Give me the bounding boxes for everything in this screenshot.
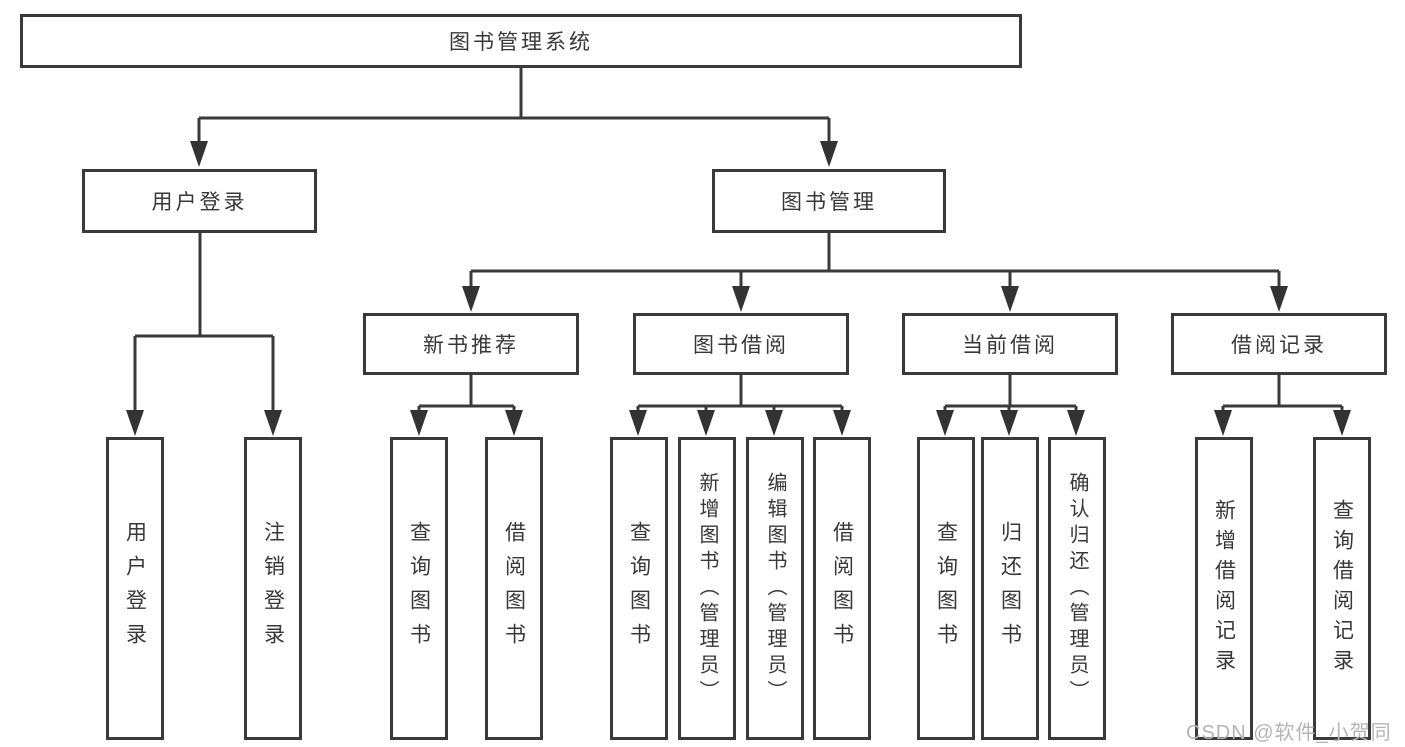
node-label: 图书借阅 [693, 334, 789, 357]
leaf-label: 注销登录 [261, 520, 285, 657]
leaf-edit-books-admin: 编辑图书（管理员） [746, 437, 804, 740]
leaf-label: 新增图书（管理员） [696, 471, 718, 706]
leaf-query-books-borrow: 查询图书 [610, 437, 668, 740]
leaf-label: 查询图书 [934, 520, 958, 657]
node-label: 用户登录 [151, 191, 248, 214]
node-book-borrow: 图书借阅 [633, 313, 849, 375]
connector-borrow-records-children [1214, 375, 1351, 436]
connector-current-borrow-children [936, 375, 1085, 436]
leaf-label: 用户登录 [123, 520, 147, 657]
leaf-add-books-admin: 新增图书（管理员） [678, 437, 736, 740]
connector-root-to-level2 [190, 68, 838, 167]
csdn-watermark: CSDN @软件_小贺同学 [1186, 722, 1392, 744]
leaf-logout: 注销登录 [244, 437, 302, 740]
leaf-query-borrow-record: 查询借阅记录 [1313, 437, 1371, 740]
leaf-borrow-books: 借阅图书 [813, 437, 871, 740]
leaf-user-login: 用户登录 [106, 437, 164, 740]
leaf-return-books: 归还图书 [981, 437, 1039, 740]
leaf-confirm-return-admin: 确认归还（管理员） [1048, 437, 1106, 740]
node-label: 当前借阅 [962, 334, 1058, 357]
connector-new-book-children [410, 375, 523, 436]
leaf-label: 新增借阅记录 [1212, 498, 1236, 679]
leaf-query-books-recommend: 查询图书 [390, 437, 448, 740]
leaf-label: 借阅图书 [830, 520, 854, 657]
node-label: 新书推荐 [423, 334, 519, 357]
node-label: 图书管理系统 [449, 31, 593, 54]
leaf-label: 归还图书 [998, 520, 1022, 657]
connector-book-borrow-children [629, 375, 851, 436]
node-borrow-records: 借阅记录 [1171, 313, 1387, 375]
connector-user-login-children [126, 233, 282, 436]
leaf-label: 编辑图书（管理员） [764, 471, 786, 706]
leaf-label: 查询借阅记录 [1330, 498, 1354, 679]
node-label: 借阅记录 [1231, 334, 1327, 357]
leaf-label: 确认归还（管理员） [1066, 471, 1088, 706]
leaf-label: 查询图书 [627, 520, 651, 657]
node-book-management: 图书管理 [712, 169, 946, 233]
node-label: 图书管理 [781, 191, 877, 214]
leaf-query-books-current: 查询图书 [917, 437, 975, 740]
node-new-book-recommend: 新书推荐 [363, 313, 579, 375]
leaf-add-borrow-record: 新增借阅记录 [1195, 437, 1253, 740]
node-current-borrow: 当前借阅 [902, 313, 1118, 375]
connector-book-management-children [462, 233, 1288, 312]
leaf-label: 借阅图书 [502, 520, 526, 657]
node-user-login: 用户登录 [82, 169, 317, 233]
leaf-borrow-books-recommend: 借阅图书 [485, 437, 543, 740]
leaf-label: 查询图书 [407, 520, 431, 657]
node-library-management-system: 图书管理系统 [20, 14, 1022, 68]
